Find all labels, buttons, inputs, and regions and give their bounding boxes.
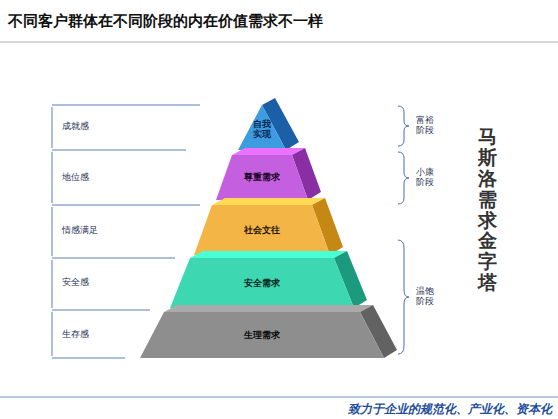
level-label: 生理需求 [172, 330, 352, 340]
side-label: 成就感 [62, 121, 89, 133]
vertical-title: 马斯洛需求金字塔 [478, 126, 497, 293]
pyramid-level: 自我实现 [238, 97, 299, 150]
top-face [212, 198, 325, 205]
pyramid-level: 尊重需求 [216, 147, 321, 200]
pyramid-level: 社会文往 [194, 197, 343, 255]
pyramid-level: 安全需求 [170, 250, 367, 308]
stage-label: 温饱阶段 [416, 286, 435, 306]
side-label: 地位感 [62, 172, 89, 184]
side-label: 情感满足 [62, 225, 98, 237]
stage-label: 小康阶段 [416, 167, 435, 187]
footer-slogan: 致力于企业的规范化、产业化、资本化 [348, 401, 552, 418]
level-label: 社会文往 [212, 225, 312, 235]
footer-rule [0, 396, 558, 398]
front-face [170, 258, 354, 308]
level-label: 自我实现 [251, 119, 273, 140]
side-label: 安全感 [62, 277, 89, 289]
top-face [164, 305, 373, 312]
front-face [140, 312, 384, 358]
side-label: 生存感 [62, 329, 89, 341]
front-face [238, 105, 286, 150]
front-face [216, 155, 308, 200]
pyramid-level: 生理需求 [140, 304, 397, 358]
level-label: 尊重需求 [222, 172, 302, 182]
level-label: 安全需求 [192, 278, 332, 288]
stage-label: 富裕阶段 [416, 115, 435, 135]
top-face [190, 251, 347, 258]
page-title: 不同客户群体在不同阶段的内在价值需求不一样 [8, 12, 323, 31]
title-rule [0, 41, 558, 43]
right-brace [398, 106, 409, 354]
front-face [194, 205, 330, 255]
